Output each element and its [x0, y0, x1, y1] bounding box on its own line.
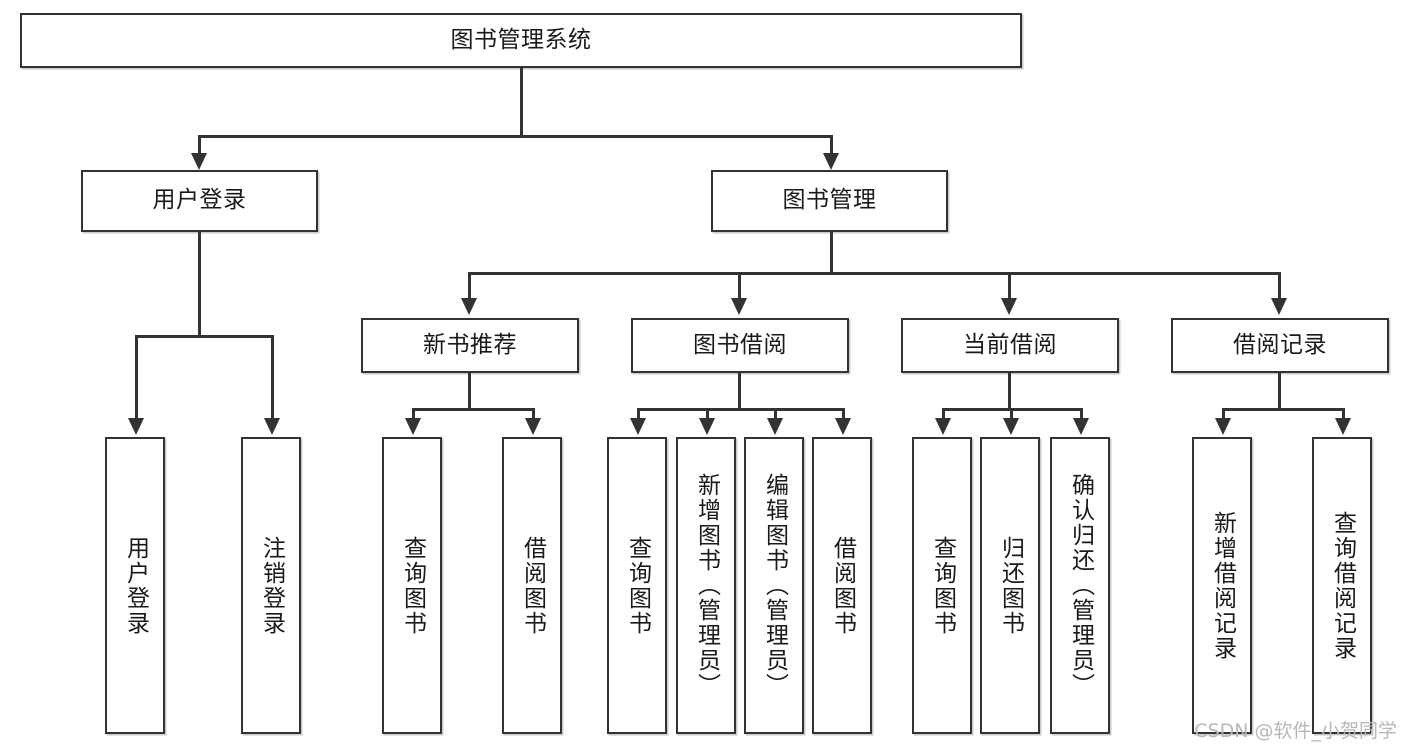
connector-borrow-drop-1	[637, 408, 640, 420]
node-label: 查询图书	[624, 535, 651, 636]
arrow-to-current-leaf-1	[935, 418, 951, 435]
leaf-borrow-edit-book[interactable]: 编辑图书（管理员）	[744, 437, 804, 734]
connector-user-bus	[135, 335, 273, 338]
node-label: 查询借阅记录	[1329, 510, 1356, 661]
connector-newbook-stem	[468, 373, 471, 408]
connector-book-stem	[830, 232, 833, 272]
arrow-to-user-login	[191, 153, 207, 170]
node-label: 确认归还（管理员）	[1067, 473, 1094, 698]
connector-borrow-stem	[738, 373, 741, 408]
arrow-to-current-borrow	[1001, 298, 1017, 315]
arrow-to-leaf-user-login	[128, 418, 144, 435]
node-root-system[interactable]: 图书管理系统	[20, 13, 1022, 68]
node-label: 图书管理系统	[450, 26, 592, 53]
connector-current-drop-2	[1010, 408, 1013, 420]
csdn-watermark: CSDN @软件_小贺同学	[1194, 720, 1397, 742]
node-label: 图书管理	[782, 187, 877, 214]
leaf-record-query-record[interactable]: 查询借阅记录	[1312, 437, 1372, 734]
node-label: 图书借阅	[693, 331, 787, 358]
connector-root-bus	[198, 135, 832, 138]
connector-book-drop-2	[738, 272, 741, 300]
connector-current-drop-1	[942, 408, 945, 420]
node-new-book-recommend[interactable]: 新书推荐	[361, 318, 579, 373]
leaf-user-login[interactable]: 用户登录	[105, 437, 165, 734]
arrow-to-borrow-book	[731, 298, 747, 315]
node-borrow-record[interactable]: 借阅记录	[1171, 318, 1389, 373]
node-label: 编辑图书（管理员）	[761, 473, 788, 698]
leaf-current-confirm-return[interactable]: 确认归还（管理员）	[1050, 437, 1110, 734]
arrow-to-leaf-logout	[264, 418, 280, 435]
arrow-to-borrow-leaf-3	[767, 418, 783, 435]
connector-current-stem	[1008, 373, 1011, 408]
arrow-to-current-leaf-2	[1003, 418, 1019, 435]
leaf-record-add-record[interactable]: 新增借阅记录	[1192, 437, 1252, 734]
node-label: 借阅图书	[519, 535, 546, 636]
connector-newbook-bus	[412, 408, 534, 411]
node-label: 用户登录	[122, 535, 149, 636]
connector-record-drop-2	[1342, 408, 1345, 420]
leaf-borrow-query-book[interactable]: 查询图书	[607, 437, 667, 734]
arrow-to-new-book	[461, 298, 477, 315]
node-label: 新书推荐	[423, 331, 517, 358]
connector-borrow-bus	[637, 408, 843, 411]
connector-book-bus	[468, 272, 1280, 275]
leaf-current-return-book[interactable]: 归还图书	[980, 437, 1040, 734]
node-label: 查询图书	[929, 535, 956, 636]
node-label: 用户登录	[152, 187, 247, 214]
arrow-to-current-leaf-3	[1073, 418, 1089, 435]
leaf-logout[interactable]: 注销登录	[241, 437, 301, 734]
connector-borrow-drop-4	[842, 408, 845, 420]
arrow-to-borrow-record	[1271, 298, 1287, 315]
arrow-to-record-leaf-2	[1335, 418, 1351, 435]
connector-book-drop-4	[1278, 272, 1281, 300]
arrow-to-borrow-leaf-1	[630, 418, 646, 435]
connector-record-drop-1	[1222, 408, 1225, 420]
leaf-newbook-query-book[interactable]: 查询图书	[382, 437, 442, 734]
leaf-current-query-book[interactable]: 查询图书	[912, 437, 972, 734]
arrow-to-book-manage	[823, 153, 839, 170]
connector-book-drop-3	[1008, 272, 1011, 300]
leaf-newbook-borrow-book[interactable]: 借阅图书	[502, 437, 562, 734]
arrow-to-newbook-leaf-1	[405, 418, 421, 435]
node-label: 查询图书	[399, 535, 426, 636]
node-current-borrow[interactable]: 当前借阅	[901, 318, 1119, 373]
connector-user-drop-2	[271, 335, 274, 420]
connector-book-drop-1	[468, 272, 471, 300]
connector-record-bus	[1222, 408, 1344, 411]
node-label: 归还图书	[997, 535, 1024, 636]
connector-newbook-drop-1	[412, 408, 415, 420]
arrow-to-newbook-leaf-2	[525, 418, 541, 435]
connector-borrow-drop-2	[706, 408, 709, 420]
connector-user-drop-1	[135, 335, 138, 420]
node-user-login[interactable]: 用户登录	[81, 170, 318, 232]
arrow-to-borrow-leaf-4	[835, 418, 851, 435]
connector-newbook-drop-2	[532, 408, 535, 420]
connector-current-drop-3	[1080, 408, 1083, 420]
node-label: 注销登录	[258, 535, 285, 636]
connector-borrow-drop-3	[774, 408, 777, 420]
connector-root-drop-user	[198, 135, 201, 155]
node-label: 新增借阅记录	[1209, 510, 1236, 661]
connector-user-stem	[198, 232, 201, 335]
node-label: 当前借阅	[963, 331, 1057, 358]
leaf-borrow-borrow-book[interactable]: 借阅图书	[812, 437, 872, 734]
arrow-to-borrow-leaf-2	[699, 418, 715, 435]
node-label: 借阅图书	[829, 535, 856, 636]
connector-record-stem	[1278, 373, 1281, 408]
node-label: 新增图书（管理员）	[693, 473, 720, 698]
node-label: 借阅记录	[1233, 331, 1327, 358]
leaf-borrow-add-book[interactable]: 新增图书（管理员）	[676, 437, 736, 734]
connector-root-drop-book	[830, 135, 833, 155]
node-book-manage[interactable]: 图书管理	[711, 170, 948, 232]
node-book-borrow[interactable]: 图书借阅	[631, 318, 849, 373]
arrow-to-record-leaf-1	[1215, 418, 1231, 435]
connector-root-stem	[520, 68, 523, 135]
